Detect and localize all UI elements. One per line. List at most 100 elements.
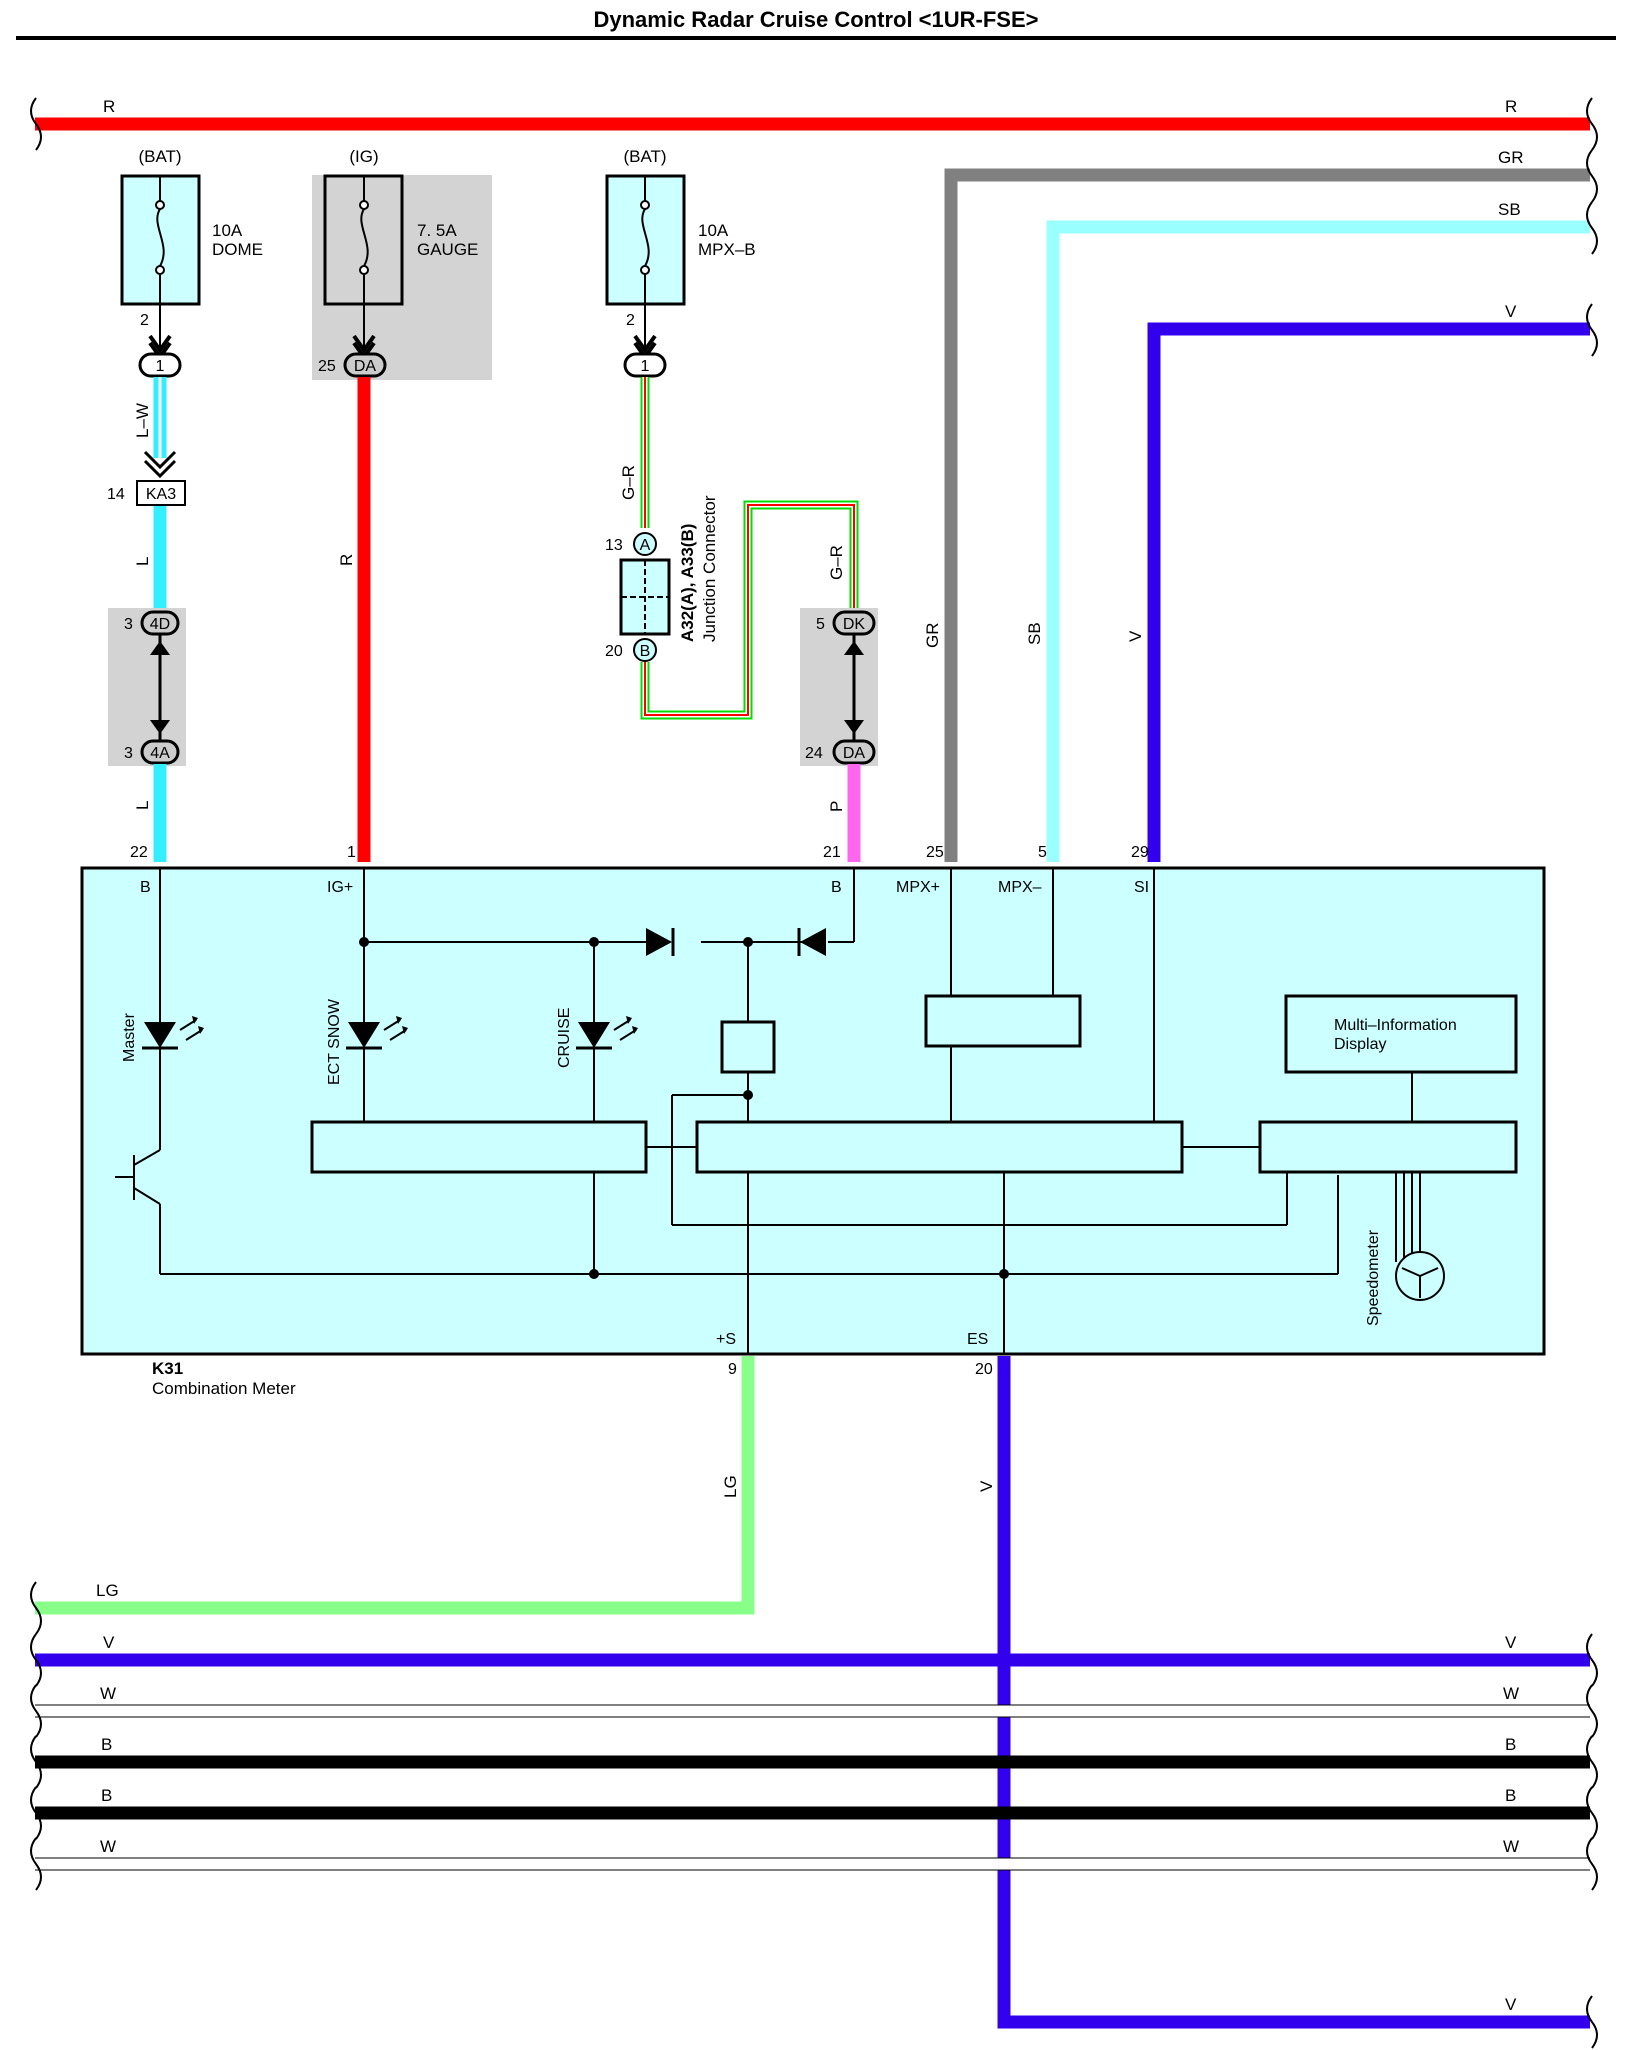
wire-v-label: V [1126, 630, 1145, 642]
break-mark-right [1586, 1633, 1598, 1687]
connector-4d-pin: 3 [124, 616, 133, 633]
meter-internal-wiring [115, 868, 1413, 1354]
junction-pin-b [633, 638, 657, 662]
up-arrow-icon [150, 641, 170, 655]
led-icon [576, 1016, 638, 1050]
wire-p-label: P [827, 801, 846, 812]
led-icon [142, 1016, 204, 1050]
connector-4a-pin: 3 [124, 745, 133, 762]
meter-pin-num: 9 [728, 1361, 737, 1378]
connector-da24 [832, 739, 876, 765]
junction-pin-a [633, 532, 657, 556]
break-mark-left [30, 1684, 42, 1738]
connector-4a [140, 739, 180, 765]
wire-lg-left-label: LG [96, 1581, 119, 1600]
junction-pin-b-label: B [640, 643, 651, 660]
diode-icon [646, 928, 675, 956]
wire-v-bus-right: V [1505, 1633, 1517, 1652]
fuse-mpxb-rating: 10A [698, 221, 729, 240]
wire-v-es [997, 1356, 1590, 2029]
wire-r-label: R [337, 554, 356, 566]
wire-b2-right: B [1505, 1786, 1516, 1805]
junction-dot [743, 1090, 753, 1100]
wire-r-top-right-label: R [1505, 97, 1517, 116]
break-mark-right [1586, 1684, 1598, 1738]
break-mark-left [30, 1581, 42, 1635]
junction-dot [743, 937, 753, 947]
fuse-mpxb-name: MPX–B [698, 240, 756, 259]
meter-pin-num: 22 [130, 844, 148, 861]
wire-b1-right: B [1505, 1735, 1516, 1754]
led-ect-snow-label: ECT SNOW [326, 998, 343, 1085]
junction-dot [359, 937, 369, 947]
break-mark-right [1586, 1995, 1598, 2049]
wire-b2-left: B [101, 1786, 112, 1805]
display-driver-block [1258, 1120, 1518, 1174]
wire-sb-label: SB [1025, 622, 1044, 645]
break-mark-right [1586, 1786, 1598, 1840]
connector-da24-pin: 24 [805, 745, 823, 762]
meter-pin-num: 29 [1131, 844, 1149, 861]
fuse-gauge-pin: 25 [318, 358, 336, 375]
break-mark-left-r [30, 97, 42, 151]
connector-4d-name: 4D [150, 616, 170, 633]
inline-connector-shade [108, 608, 186, 766]
break-mark-right-v [1586, 303, 1598, 357]
break-mark-right [1586, 1837, 1598, 1891]
connector-da24-name: DA [843, 745, 866, 762]
wire-r-top-left-label: R [103, 97, 115, 116]
meter-name: Combination Meter [152, 1379, 296, 1398]
diode-icon [797, 928, 826, 956]
wire-g-r-route [640, 500, 859, 720]
fuse-gauge-conn-label: DA [354, 358, 377, 375]
wire-v-end-label: V [1505, 1995, 1517, 2014]
wire-gr-b-label: G–R [827, 545, 846, 580]
wire-lg-label: LG [721, 1475, 740, 1498]
cpu-block [695, 1120, 1184, 1174]
meter-pin-name: B [140, 879, 151, 896]
junction-name: Junction Connector [700, 495, 719, 642]
fuse-mpxb-conn-label: 1 [641, 358, 650, 375]
meter-pin-name: +S [716, 1331, 736, 1348]
wire-v-bus-left: V [103, 1633, 115, 1652]
wire-w2-right: W [1503, 1837, 1519, 1856]
fuse-gauge-rating: 7. 5A [417, 221, 457, 240]
mpx-interface-block [924, 994, 1082, 1048]
wire-lg [35, 1356, 755, 1615]
meter-pin-num: 21 [823, 844, 841, 861]
multi-information-display [1284, 994, 1518, 1074]
connector-4a-name: 4A [150, 745, 170, 762]
wire-w2-left: W [100, 1837, 116, 1856]
break-mark-right-sb [1586, 201, 1598, 255]
led-master-label: Master [121, 1012, 138, 1062]
fuse-dome-pin: 2 [140, 312, 149, 329]
junction-dot [589, 937, 599, 947]
junction-id: A32(A), A33(B) [678, 524, 697, 642]
wire-b1-left: B [101, 1735, 112, 1754]
meter-pin-num: 25 [926, 844, 944, 861]
mid-label-line1: Multi–Information [1334, 1017, 1457, 1034]
fuse-gauge-source: (IG) [349, 147, 378, 166]
junction-pin-a-num: 13 [605, 537, 623, 554]
wire-lw-label: L–W [133, 403, 152, 438]
meter-pin-name: IG+ [327, 879, 353, 896]
fuse-dome-connector [138, 352, 182, 378]
up-arrow-icon [844, 641, 864, 655]
break-mark-right-r [1586, 97, 1598, 151]
meter-pin-name: MPX– [998, 879, 1042, 896]
wire-w1-right: W [1503, 1684, 1519, 1703]
fuse-icon [640, 176, 650, 304]
speedometer-icon [1395, 1172, 1445, 1301]
meter-pin-name: B [831, 879, 842, 896]
break-mark-left [30, 1633, 42, 1687]
fuse-dome-source: (BAT) [138, 147, 181, 166]
fuse-dome-conn-label: 1 [156, 358, 165, 375]
wire-sb-right-label: SB [1498, 200, 1521, 219]
meter-pin-num: 1 [347, 844, 356, 861]
mid-label-line2: Display [1334, 1036, 1386, 1053]
wire-v-top-right-label: V [1505, 302, 1517, 321]
wire-gr [944, 168, 1590, 862]
connector-dk-pin: 5 [816, 616, 825, 633]
fuse-dome-rating: 10A [212, 221, 243, 240]
fuse-mpxb-source: (BAT) [623, 147, 666, 166]
